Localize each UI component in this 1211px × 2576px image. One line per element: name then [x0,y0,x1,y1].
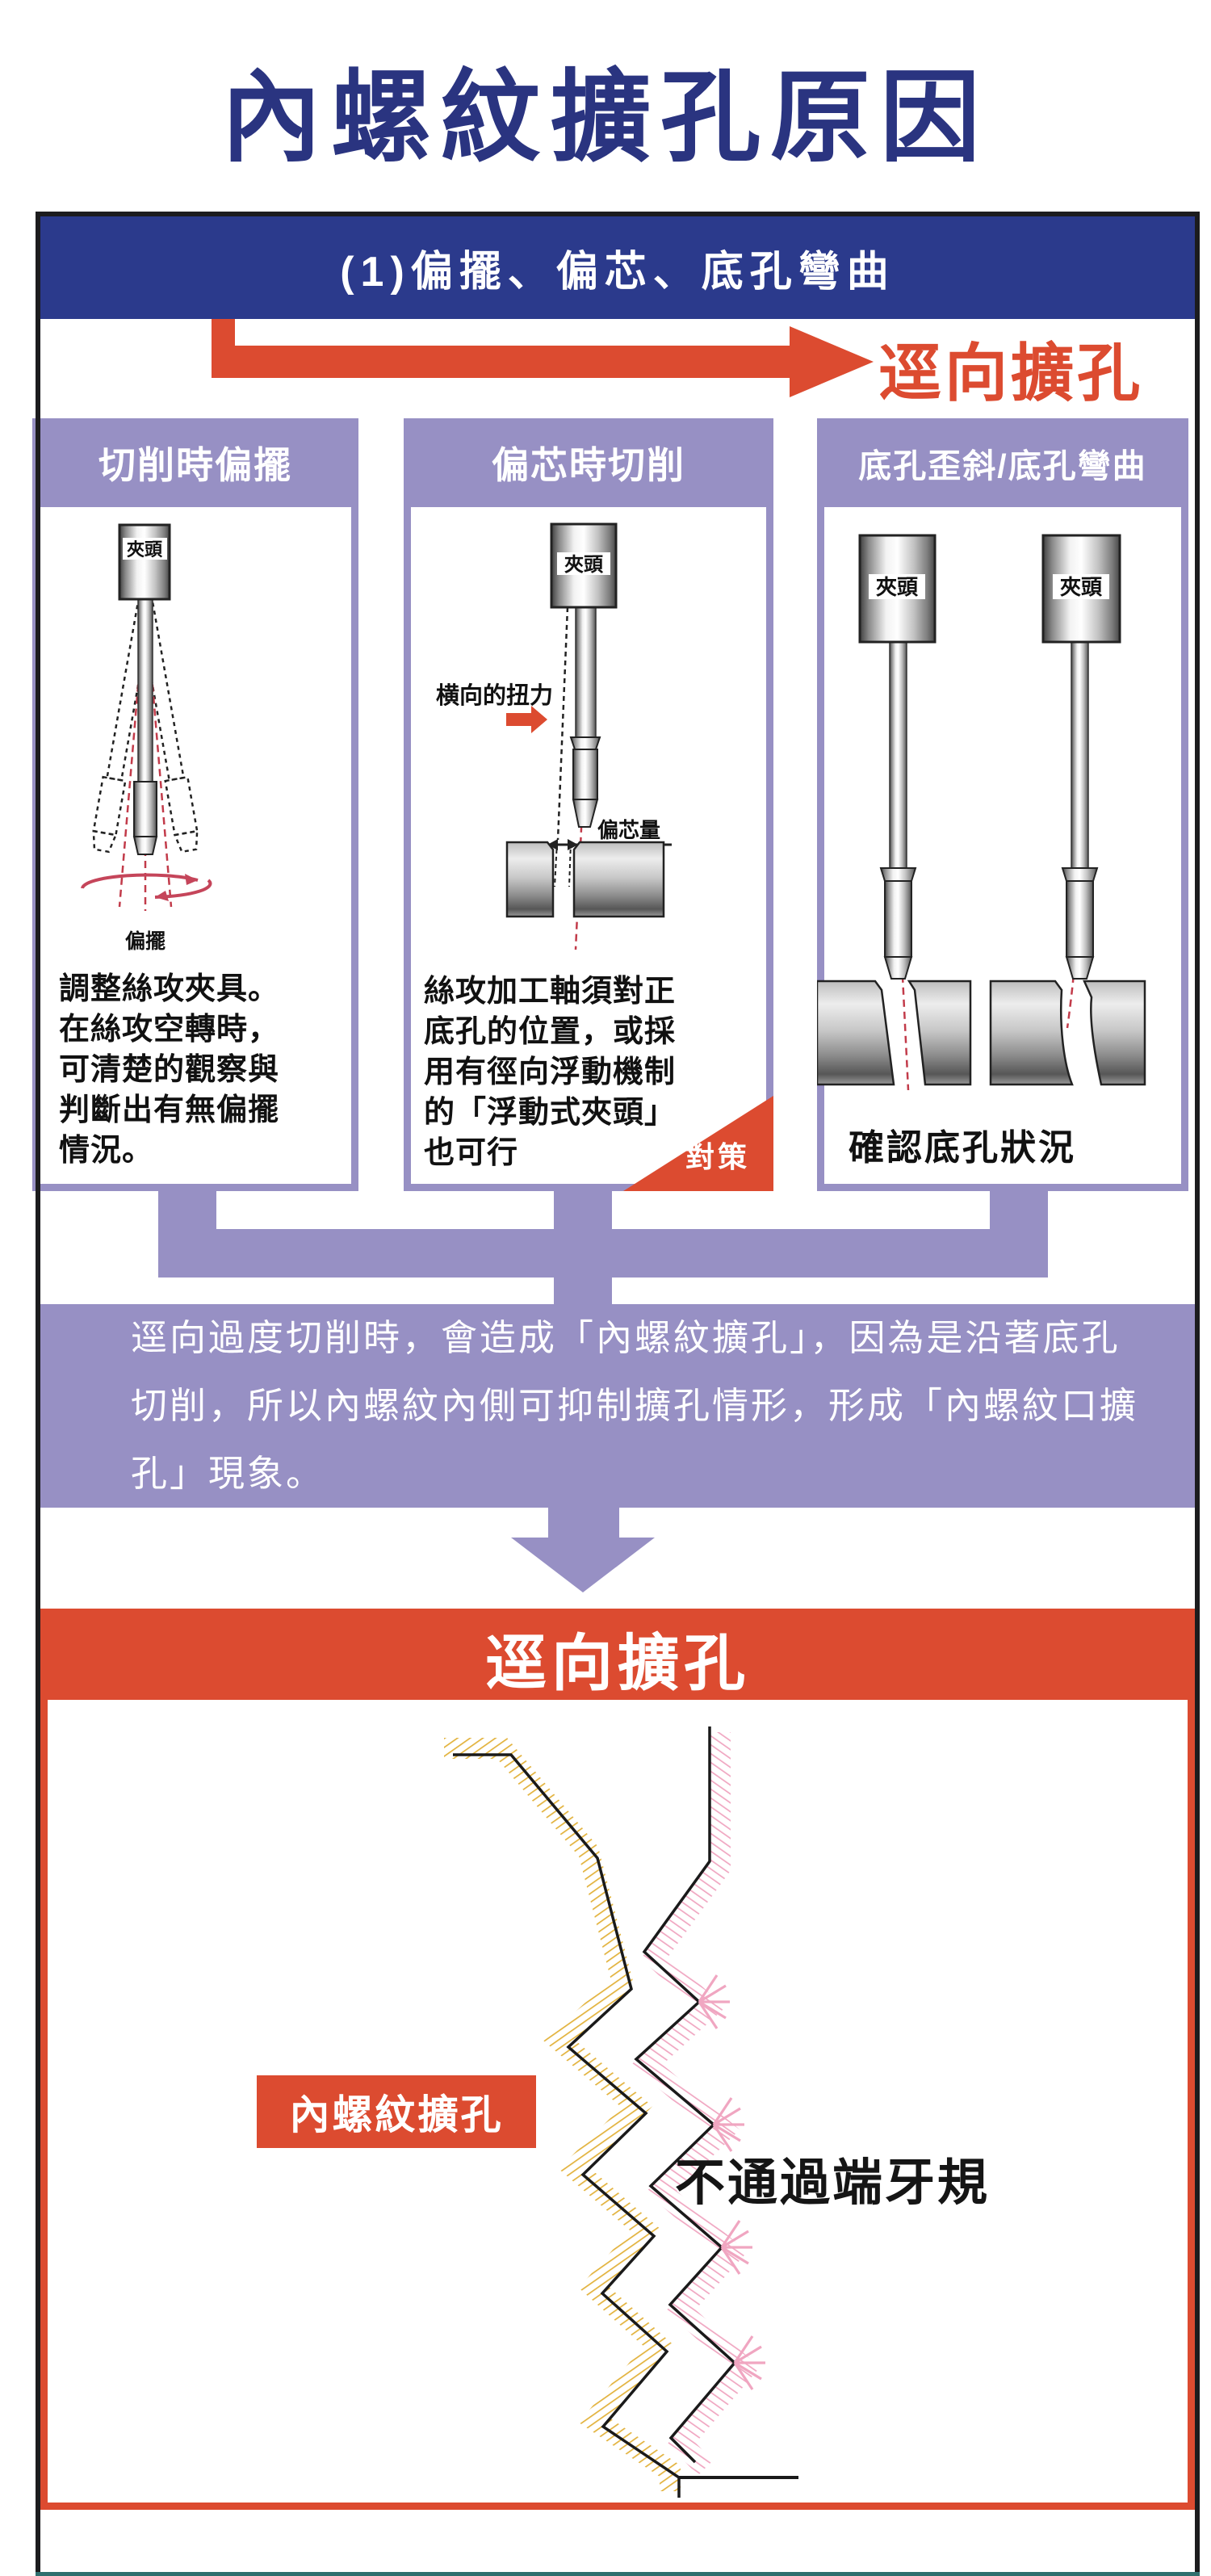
nominal-thread-line [453,1753,681,2498]
connector-merge-bar [158,1229,1048,1278]
chuck-label: 夾頭 [564,554,604,576]
tap-eccentric-diagram: 夾頭 横向的扭力 偏芯量 [436,522,773,1191]
expanded-thread-hatch [631,1732,761,2476]
panel-wobble-header: 切削時偏擺 [32,418,358,507]
radial-expansion-label-top: 逕向擴孔 [878,338,1144,409]
panel-eccentric-header: 偏芯時切削 [404,418,773,507]
torque-arrow-icon [506,706,547,733]
panel-wobble-body: 夾頭 偏擺 調整絲攻夾具。 在絲攻空轉時， 可清楚的觀察與 判斷出有無偏擺 情況… [32,507,358,1191]
connector-stem-2 [554,1184,612,1229]
summary-text: 逕向過度切削時，會造成「內螺紋擴孔」，因為是沿著底孔 切削，所以內螺紋內側可抑制… [131,1317,1139,1494]
pilot-hole-caption: 確認底孔狀況 [849,1128,1076,1168]
torque-label: 横向的扭力 [436,682,553,709]
chuck-label-left: 夾頭 [876,575,919,599]
panel-wobble-text: 調整絲攻夾具。 在絲攻空轉時， 可清楚的觀察與 判斷出有無偏擺 情況。 [59,972,280,1168]
frame-bottom-teal-line [36,2572,1200,2576]
expansion-label-box: 內螺紋擴孔 [257,2075,536,2148]
thread-profile-diagram [444,1726,798,2498]
expanded-thread-line [634,1726,737,2464]
tap-wobble-diagram: 夾頭 偏擺 [81,523,212,953]
frame-top-border [36,212,1200,216]
page-title: 內螺紋擴孔原因 [220,59,990,176]
chuck-label-right: 夾頭 [1060,575,1103,599]
frame-left-border [36,212,40,2576]
panel-eccentric-text: 絲攻加工軸須對正 底孔的位置，或採 用有徑向浮動機制 的「浮動式夾頭」 也可行 [424,975,677,1170]
panel-eccentric-title: 偏芯時切削 [492,444,685,486]
flow-arrow-shaft [212,346,790,378]
expansion-label-text: 內螺紋擴孔 [289,2092,504,2138]
countermeasure-badge: 對策 [685,1140,750,1173]
wobble-caption: 偏擺 [125,929,166,953]
panel-pilot-hole-body: 夾頭 夾頭 確認底孔狀況 [817,507,1188,1191]
frame-right-border [1195,212,1200,2576]
panel-wobble: 切削時偏擺 [32,418,358,1191]
result-banner-label: 逕向擴孔 [485,1630,750,1698]
connector-center-stem [554,1278,612,1307]
connector-stem-1 [158,1184,216,1229]
panel-eccentric-body: 夾頭 横向的扭力 偏芯量 絲攻加工軸須對正 底孔的位置，或採 用有徑向浮動機制 … [404,507,773,1191]
rotation-arrows-icon [81,873,212,899]
result-banner: 逕向擴孔 [48,1616,1188,1700]
pilot-hole-diagram: 夾頭 夾頭 [817,534,1146,1091]
root-starbursts [698,1974,765,2390]
chuck-left-panel1 [118,523,171,601]
badge-triangle [623,1096,773,1191]
chuck-label: 夾頭 [127,539,163,560]
panel-pilot-hole-header: 底孔歪斜/底孔彎曲 [817,418,1188,507]
down-arrow-icon [511,1538,655,1592]
panel-eccentric: 偏芯時切削 [404,418,773,1191]
result-box: 逕向擴孔 [40,1609,1195,2510]
nominal-thread-hatch [444,1738,681,2491]
panel-wobble-title: 切削時偏擺 [98,444,292,486]
eccentric-amount-label: 偏芯量 [597,818,660,842]
down-arrow-stem [548,1508,619,1538]
section-header-bar: (1)偏擺、偏芯、底孔彎曲 [40,216,1195,319]
flow-arrow-head-icon [790,326,874,397]
connector-stem-3 [990,1184,1048,1229]
gauge-note: 不通過端牙規 [675,2155,991,2211]
summary-box: 逕向過度切削時，會造成「內螺紋擴孔」，因為是沿著底孔 切削，所以內螺紋內側可抑制… [40,1304,1195,1508]
panel-pilot-hole: 底孔歪斜/底孔彎曲 [817,418,1188,1191]
section-header-label: (1)偏擺、偏芯、底孔彎曲 [340,249,895,296]
panel-pilot-hole-title: 底孔歪斜/底孔彎曲 [858,447,1147,485]
